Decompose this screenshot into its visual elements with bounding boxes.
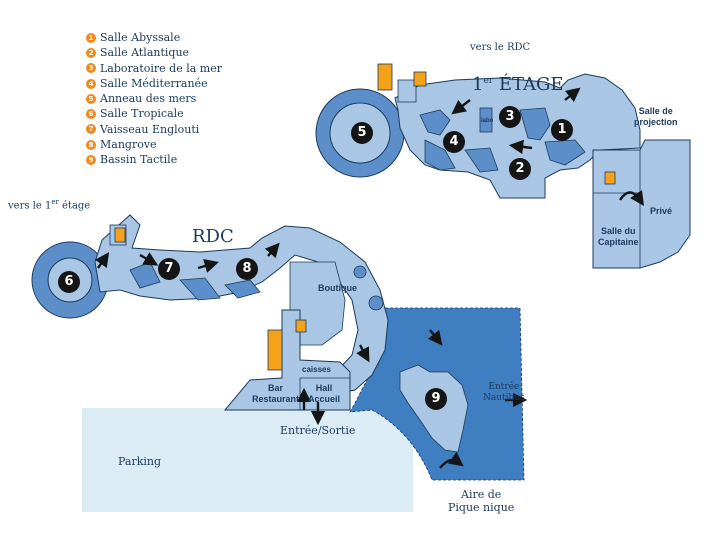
legend-label: Salle Abyssale: [100, 31, 181, 44]
legend-number-badge: 9: [86, 155, 96, 166]
zone-7-marker[interactable]: 7: [158, 258, 180, 280]
legend-number-badge: 2: [86, 47, 96, 58]
legend-label: Vaisseau Englouti: [100, 122, 200, 136]
room-boutique: Boutique: [318, 283, 357, 293]
legend-item: 7 Vaisseau Englouti: [86, 122, 222, 137]
link-to-first-floor[interactable]: vers le 1er étage: [8, 198, 91, 212]
zone-4-marker[interactable]: 4: [443, 131, 465, 153]
elevator-ground: [267, 329, 283, 371]
legend: 1 Salle Abyssale 2 Salle Atlantique 3 Laborat…: [86, 30, 222, 168]
zone-6-marker[interactable]: 6: [58, 271, 80, 293]
zone-5-marker[interactable]: 5: [351, 122, 373, 144]
legend-item: 9 Bassin Tactile: [86, 152, 222, 167]
legend-number-badge: 5: [86, 93, 96, 104]
legend-item: 1 Salle Abyssale: [86, 30, 222, 45]
zone-9-marker[interactable]: 9: [425, 388, 447, 410]
legend-number-badge: 1: [86, 32, 96, 43]
legend-item: 5 Anneau des mers: [86, 91, 222, 106]
elevator-upper: [377, 63, 393, 91]
zone-8-marker[interactable]: 8: [236, 258, 258, 280]
label-entree-sortie[interactable]: Entrée/Sortie: [280, 424, 356, 437]
zone-3-marker[interactable]: 3: [499, 106, 521, 128]
legend-label: Anneau des mers: [100, 92, 197, 106]
parking-area: [82, 408, 413, 512]
legend-item: 6 Salle Tropicale: [86, 106, 222, 121]
label-parking: Parking: [118, 455, 162, 468]
legend-number-badge: 7: [86, 124, 96, 135]
room-prive: Privé: [650, 206, 673, 216]
legend-item: 4 Salle Méditerranée: [86, 76, 222, 91]
legend-item: 3 Laboratoire de la mer: [86, 61, 222, 76]
legend-number-badge: 6: [86, 109, 96, 120]
zone-1-marker[interactable]: 1: [551, 119, 573, 141]
legend-label: Salle Tropicale: [100, 107, 184, 121]
room-labo-tag: labo: [481, 118, 494, 124]
legend-number-badge: 4: [86, 78, 96, 89]
ground-floor-title: RDC: [192, 226, 234, 247]
entrance-building: [223, 309, 351, 411]
legend-label: Mangrove: [100, 138, 157, 152]
upper-right-building: [592, 139, 691, 269]
room-caisses: caisses: [302, 365, 331, 374]
upper-floor-title: 1er ÉTAGE: [472, 74, 564, 95]
legend-label: Salle Atlantique: [100, 46, 190, 60]
legend-item: 8 Mangrove: [86, 137, 222, 152]
zone-2-marker[interactable]: 2: [509, 158, 531, 180]
link-to-rdc[interactable]: vers le RDC: [470, 42, 531, 53]
legend-number-badge: 3: [86, 63, 96, 74]
legend-label: Bassin Tactile: [100, 153, 178, 167]
legend-label: Salle Méditerranée: [100, 76, 208, 90]
legend-item: 2 Salle Atlantique: [86, 45, 222, 60]
direction-arrows: [94, 87, 644, 469]
legend-number-badge: 8: [86, 139, 96, 150]
legend-label: Laboratoire de la mer: [100, 61, 222, 75]
